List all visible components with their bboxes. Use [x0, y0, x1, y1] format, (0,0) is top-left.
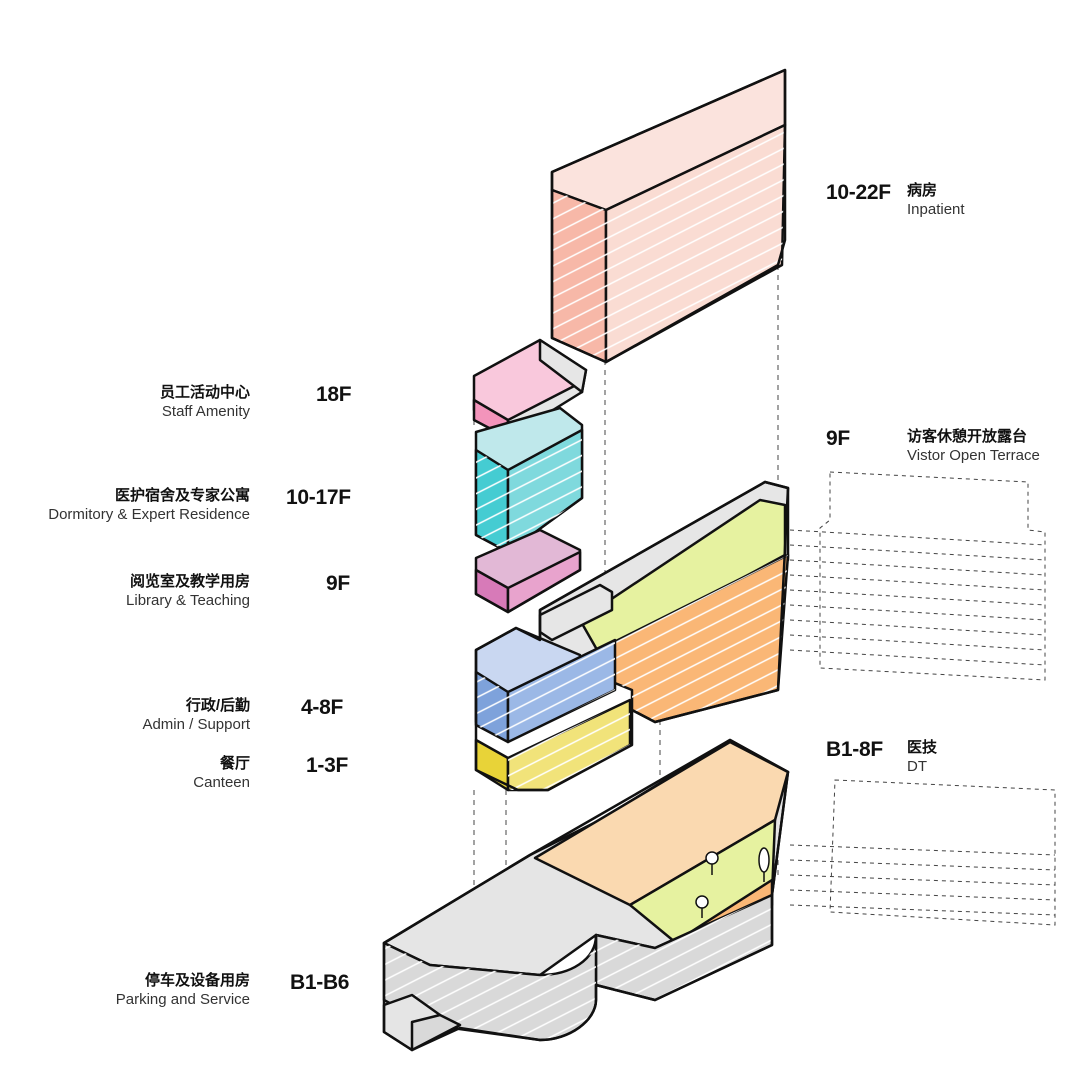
canteen-cn: 餐厅: [219, 755, 250, 772]
dt-floors: B1-8F: [826, 738, 883, 761]
amenity-floors: 18F: [316, 383, 352, 406]
admin-cn: 行政/后勤: [185, 697, 250, 714]
podium-block: [474, 480, 790, 792]
amenity-label: 员工活动中心 Staff Amenity: [160, 384, 250, 421]
dt-en: DT: [907, 758, 927, 776]
canteen-label: 餐厅 Canteen: [193, 755, 250, 792]
ghost-terrace-lower: [789, 779, 1056, 926]
dormitory-en: Dormitory & Expert Residence: [48, 506, 250, 524]
amenity-en: Staff Amenity: [161, 403, 250, 421]
parking-cn: 停车及设备用房: [144, 972, 250, 989]
admin-label: 行政/后勤 Admin / Support: [142, 697, 250, 734]
inpatient-tower: [550, 68, 787, 364]
library-label: 阅览室及教学用房 Library & Teaching: [126, 573, 250, 610]
inpatient-en: Inpatient: [907, 201, 965, 219]
terrace-cn: 访客休憩开放露台: [907, 428, 1028, 445]
library-en: Library & Teaching: [126, 592, 250, 610]
library-floors: 9F: [326, 572, 350, 595]
inpatient-cn: 病房: [907, 182, 938, 199]
library-block: [474, 528, 582, 614]
amenity-cn: 员工活动中心: [159, 384, 250, 401]
parking-label: 停车及设备用房 Parking and Service: [116, 972, 250, 1009]
dormitory-floors: 10-17F: [286, 486, 351, 509]
parking-floors: B1-B6: [290, 971, 350, 994]
terrace-en: Vistor Open Terrace: [907, 447, 1040, 465]
inpatient-floors: 10-22F: [826, 181, 891, 204]
admin-en: Admin / Support: [142, 716, 250, 734]
canteen-floors: 1-3F: [306, 754, 348, 777]
terrace-floors: 9F: [826, 427, 850, 450]
dormitory-label: 医护宿舍及专家公寓 Dormitory & Expert Residence: [48, 487, 250, 524]
base-block: [382, 738, 790, 1052]
dt-cn: 医技: [907, 739, 938, 756]
terrace-label: 访客休憩开放露台 Vistor Open Terrace: [907, 428, 1040, 465]
library-cn: 阅览室及教学用房: [129, 573, 250, 590]
ghost-terrace-upper: [789, 471, 1046, 681]
tree-icon: [695, 847, 770, 918]
dormitory-block: [474, 406, 584, 554]
admin-floors: 4-8F: [301, 696, 343, 719]
parking-en: Parking and Service: [115, 991, 250, 1009]
canteen-en: Canteen: [193, 774, 250, 792]
dt-label: 医技 DT: [907, 739, 937, 776]
dormitory-cn: 医护宿舍及专家公寓: [114, 487, 250, 504]
inpatient-label: 病房 Inpatient: [907, 182, 965, 219]
